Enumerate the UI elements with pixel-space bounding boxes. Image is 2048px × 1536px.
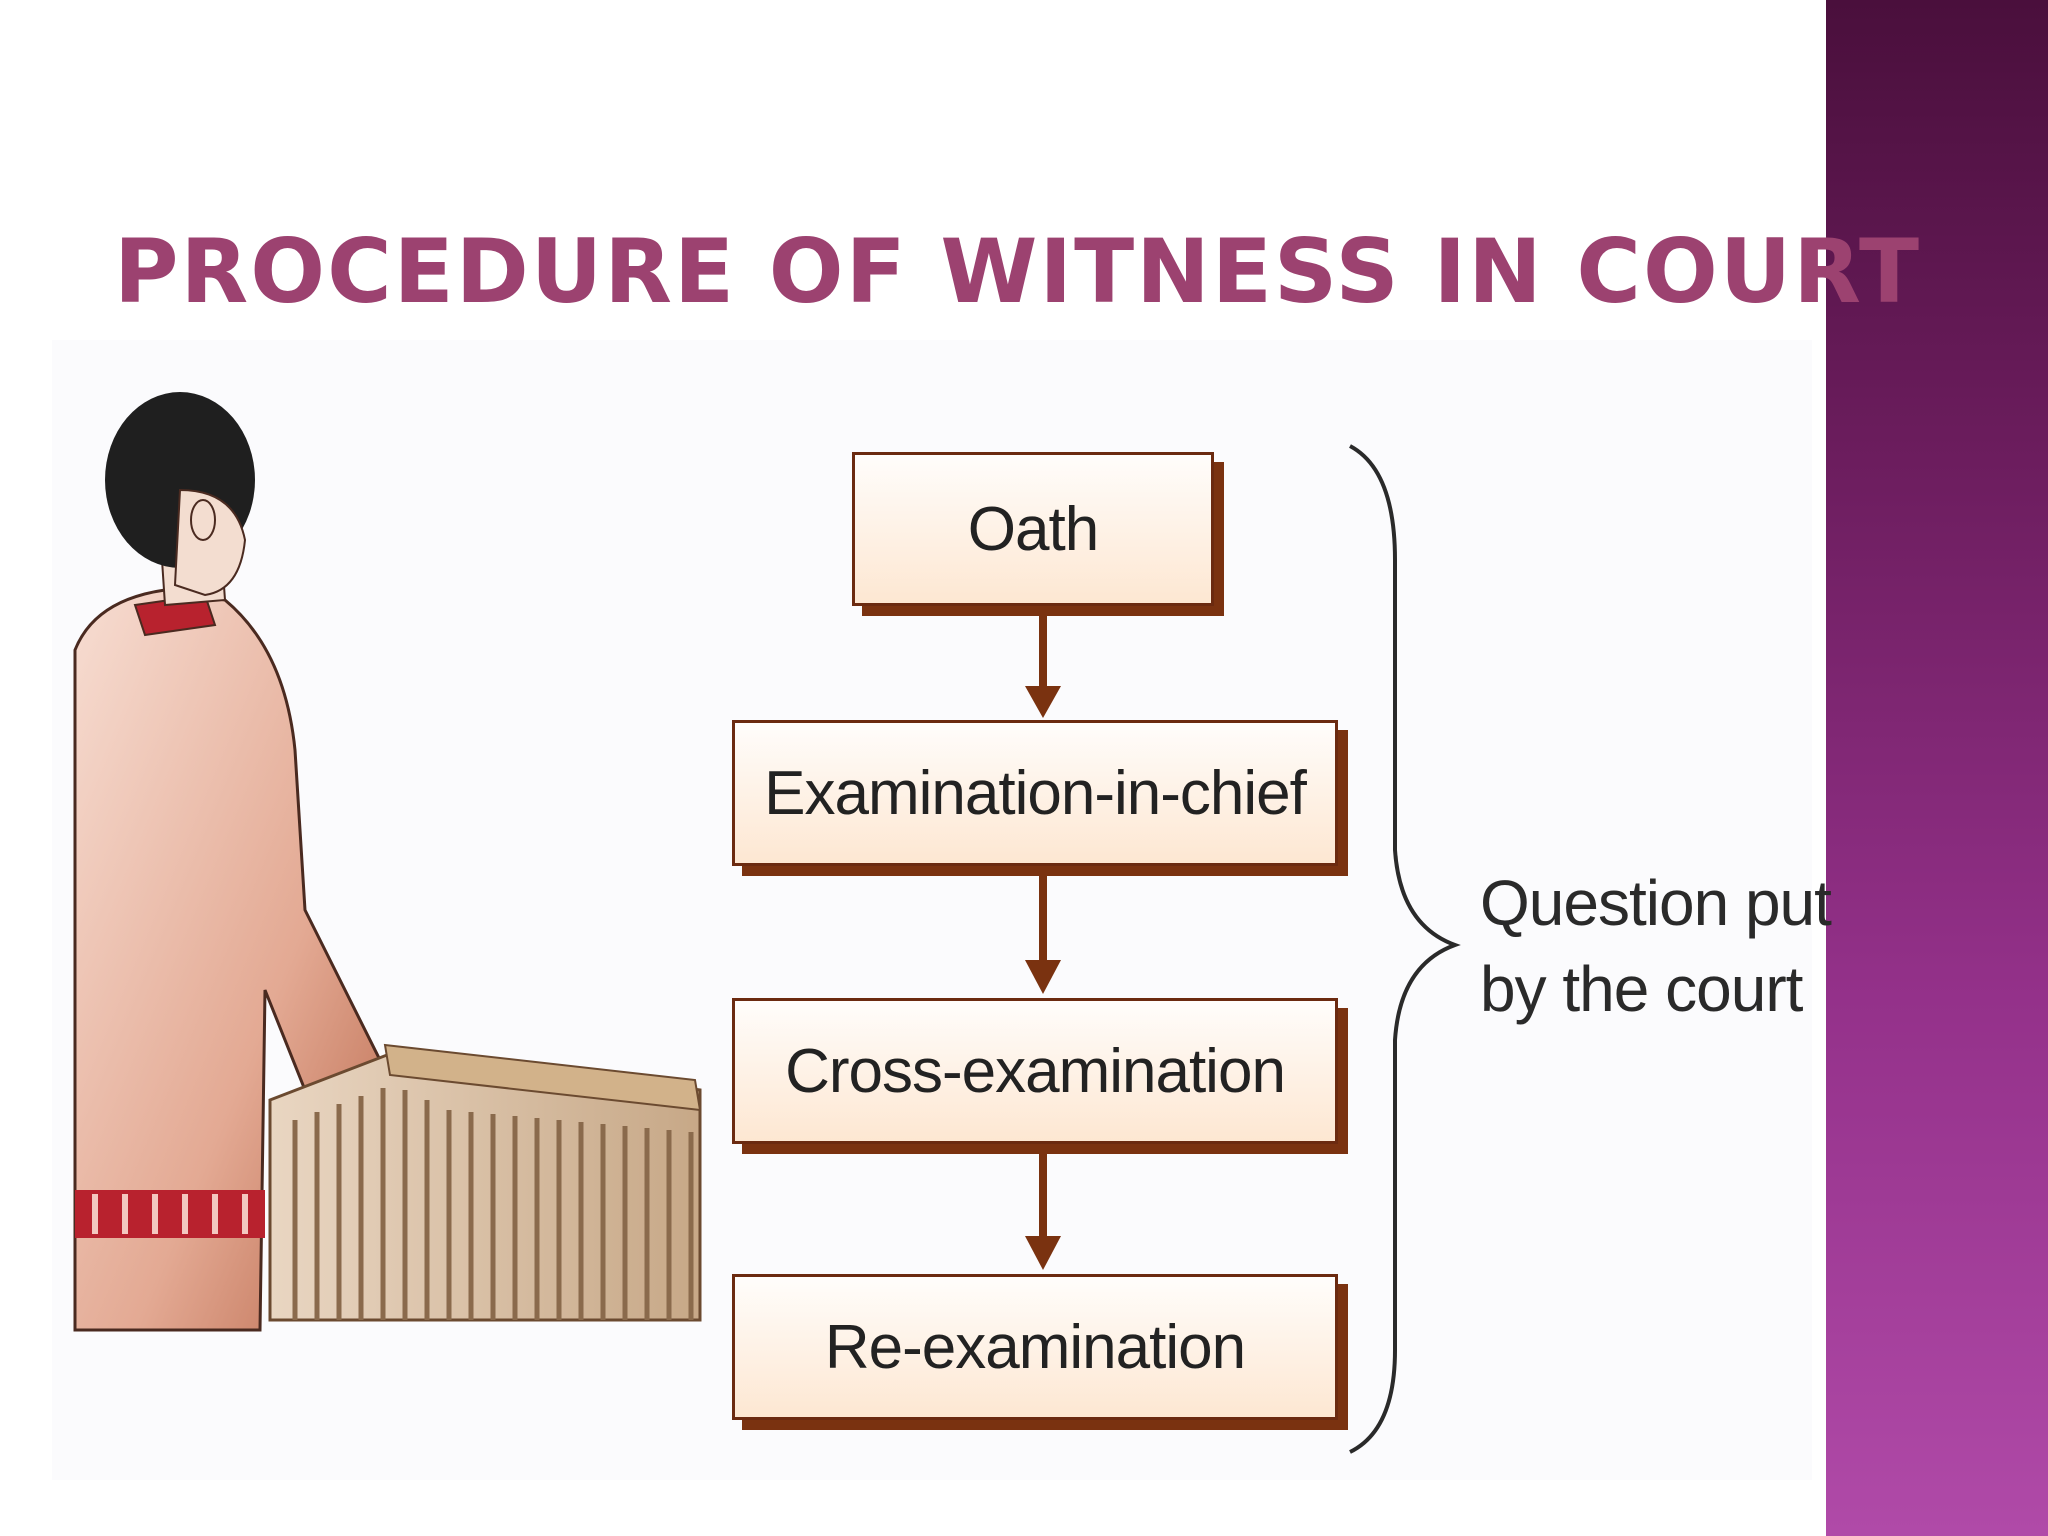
bracket-note: Question put by the court: [1480, 860, 1832, 1032]
witness-illustration: [73, 392, 702, 1332]
step-label: Examination-in-chief: [764, 758, 1307, 828]
witness-box-icon: [268, 1043, 702, 1322]
step-label: Cross-examination: [785, 1036, 1286, 1106]
step-label: Oath: [967, 494, 1099, 564]
decorative-side-band: [1826, 0, 2048, 1536]
step-cross-examination: Cross-examination: [732, 998, 1338, 1144]
bracket-note-line2: by the court: [1480, 953, 1803, 1025]
step-re-examination: Re-examination: [732, 1274, 1338, 1420]
bracket-note-line1: Question put: [1480, 867, 1832, 939]
step-label: Re-examination: [824, 1312, 1246, 1382]
step-oath: Oath: [852, 452, 1214, 606]
slide-title: PROCEDURE OF WITNESS IN COURT: [114, 220, 1922, 323]
step-examination-in-chief: Examination-in-chief: [732, 720, 1338, 866]
